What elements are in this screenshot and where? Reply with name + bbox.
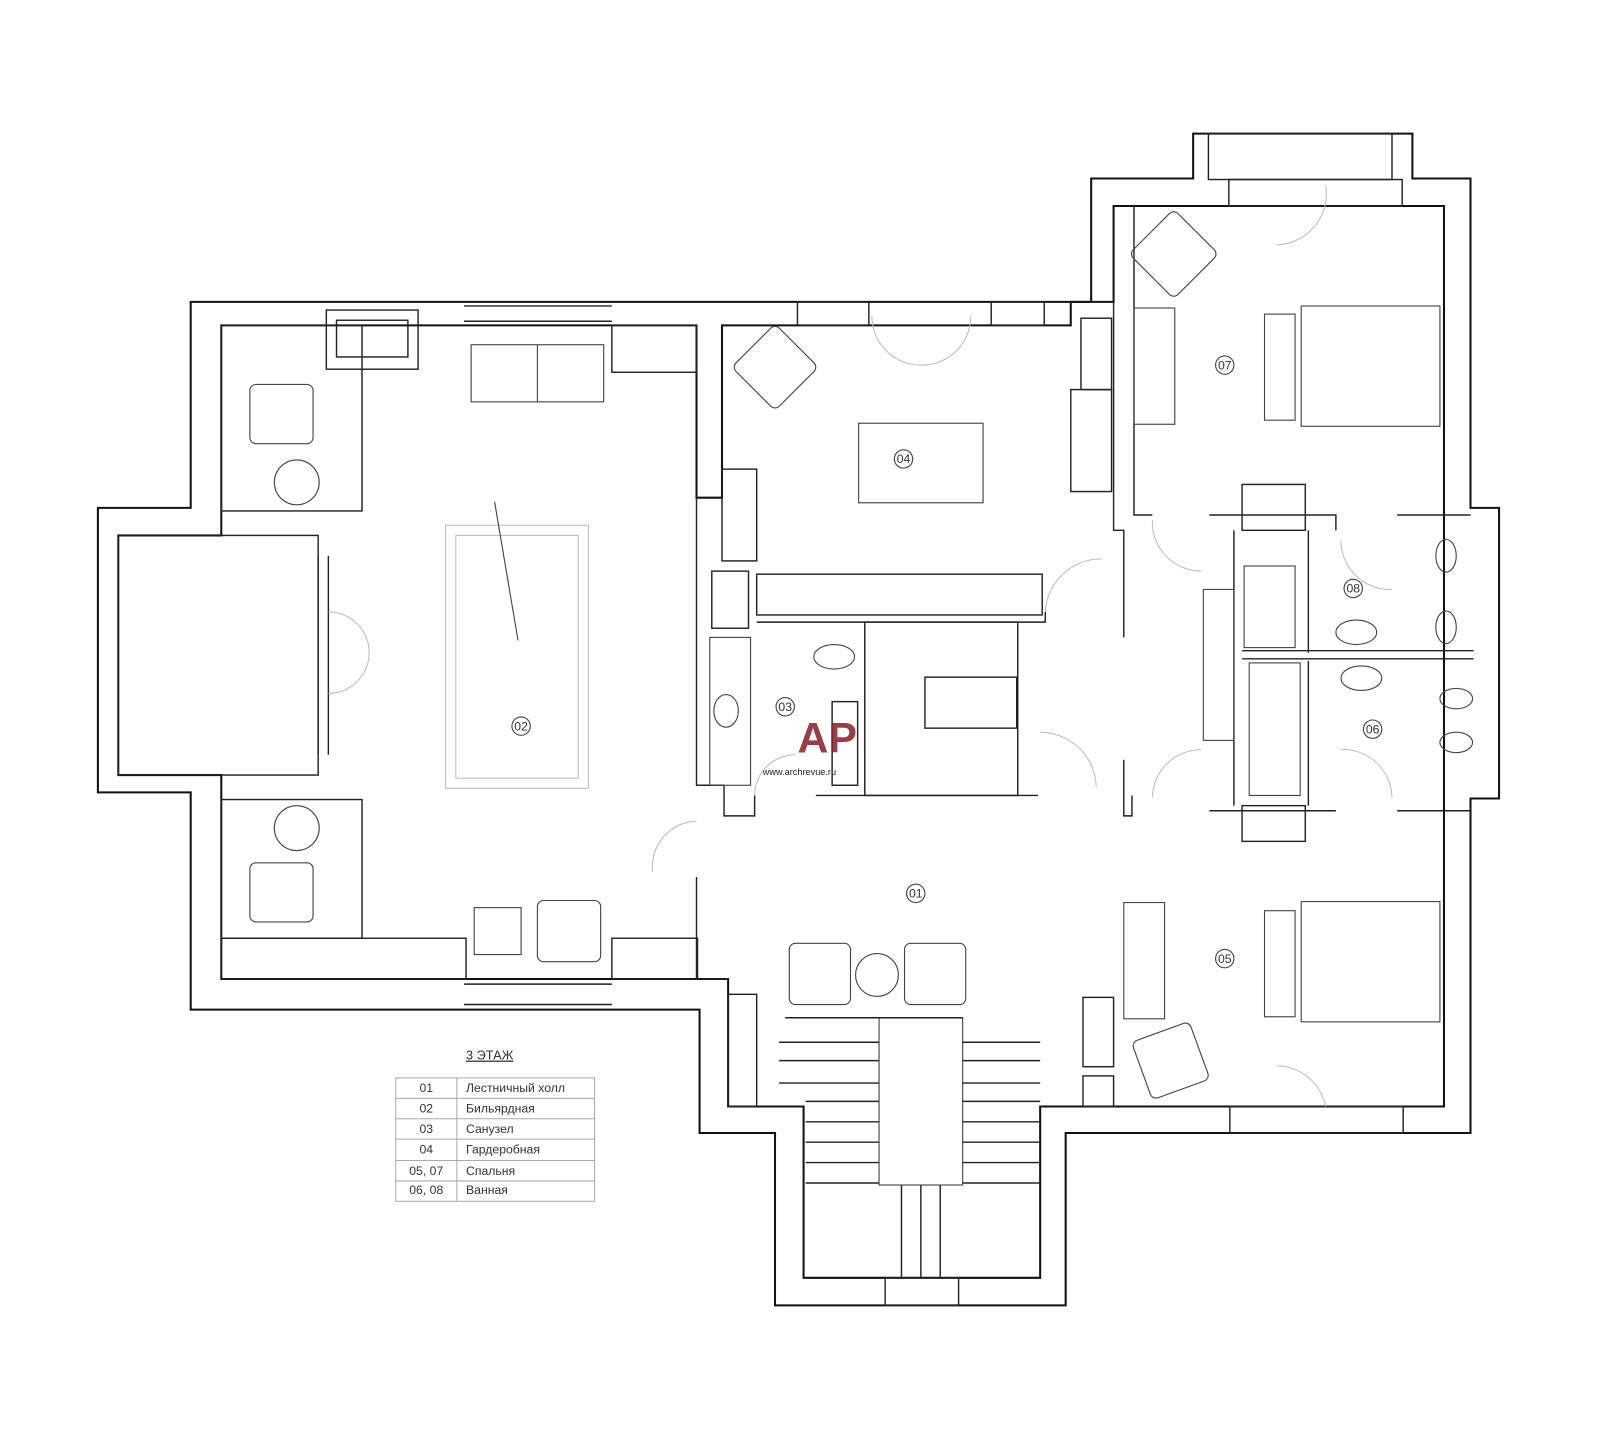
legend-name: Лестничный холл <box>466 1081 565 1095</box>
legend-row: 02 Бильярдная <box>419 1102 534 1116</box>
legend-row: 04 Гардеробная <box>419 1142 539 1156</box>
room-marker-08: 08 <box>1343 578 1363 599</box>
legend-code: 05, 07 <box>409 1164 443 1178</box>
watermark-logo: AP <box>797 715 857 763</box>
room-number: 01 <box>909 887 923 901</box>
legend-row: 01 Лестничный холл <box>419 1081 565 1095</box>
legend-code: 04 <box>419 1142 433 1156</box>
legend-name: Санузел <box>466 1122 514 1136</box>
room-markers: 01 02 03 04 05 06 07 08 <box>511 355 1383 969</box>
legend-code: 03 <box>419 1122 433 1136</box>
furniture <box>249 211 1474 1278</box>
legend-name: Бильярдная <box>466 1102 535 1116</box>
legend-row: 05, 07 Спальня <box>409 1164 515 1178</box>
legend: 3 ЭТАЖ 01 Лестничный холл 02 Бильярдная 03… <box>395 1048 596 1202</box>
room-marker-03: 03 <box>775 697 795 717</box>
watermark-url: www.archrevue.ru <box>762 767 836 777</box>
room-marker-01: 01 <box>906 883 926 904</box>
doors <box>328 185 1393 1107</box>
watermark: AP www.archrevue.ru <box>762 715 857 777</box>
room-marker-07: 07 <box>1215 355 1235 375</box>
legend-name: Ванная <box>466 1183 508 1197</box>
legend-code: 02 <box>419 1102 433 1116</box>
legend-code: 01 <box>419 1081 433 1095</box>
room-marker-06: 06 <box>1362 719 1383 739</box>
legend-name: Спальня <box>466 1164 515 1178</box>
room-number: 04 <box>897 452 911 466</box>
room-number: 03 <box>778 700 792 714</box>
room-number: 08 <box>1346 582 1360 596</box>
room-number: 02 <box>514 719 528 733</box>
legend-row: 03 Санузел <box>419 1122 513 1136</box>
legend-row: 06, 08 Ванная <box>409 1183 508 1197</box>
room-number: 06 <box>1366 722 1380 736</box>
room-number: 07 <box>1218 358 1232 372</box>
legend-name: Гардеробная <box>466 1142 540 1156</box>
room-number: 05 <box>1218 952 1232 966</box>
room-marker-05: 05 <box>1215 948 1235 969</box>
floor-title: 3 ЭТАЖ <box>466 1048 514 1063</box>
legend-code: 06, 08 <box>409 1183 443 1197</box>
room-marker-02: 02 <box>511 716 531 736</box>
interior-walls <box>117 206 1474 1108</box>
room-marker-04: 04 <box>893 449 914 469</box>
